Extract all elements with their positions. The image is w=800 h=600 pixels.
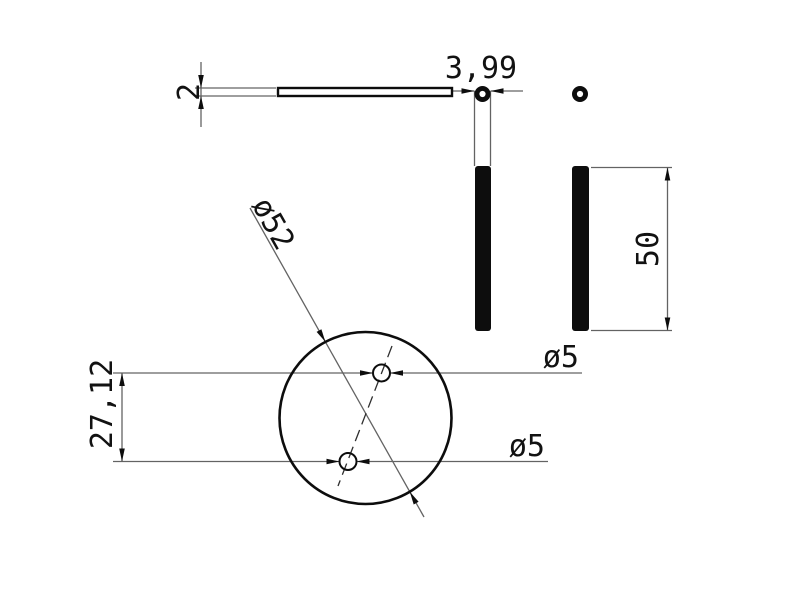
disc-bottom-hole [338,452,358,471]
arrowhead-left-icon [490,88,504,94]
arrowhead-diagonal-icon [316,329,326,342]
arrowhead-diagonal-icon [409,491,419,505]
rod-end-hole-right [576,90,584,98]
plate-side-view [276,86,454,98]
hole-centerline-group [337,345,393,487]
top-hole-diameter-label: ø5 [543,340,579,375]
solid-shapes [119,75,671,505]
plate-thickness-label: 2 [172,83,207,101]
arrowhead-down-icon [198,75,204,88]
arrowhead-down-icon [119,448,125,462]
arrowhead-down-icon [664,317,671,331]
part-outlines [276,86,454,506]
arrowhead-left-icon [356,458,370,465]
arrowhead-up-icon [119,373,125,386]
rod-front-view-right [572,166,589,331]
arrowhead-right-icon [461,88,475,94]
arrowhead-left-icon [390,370,403,376]
hole-spacing-label: 27,12 [85,359,120,449]
arrowhead-up-icon [664,167,671,181]
rod-front-view-left [475,166,491,331]
rod-end-diameter-label: 3,99 [445,51,517,86]
rod-end-view-holes [479,90,584,98]
arrowhead-right-icon [360,370,373,376]
dimension-lines [113,62,672,518]
disc-outline [278,330,453,506]
disc-diameter-label: ø52 [244,192,301,256]
bottom-hole-diameter-label: ø5 [509,429,545,464]
disc-diameter-leader-line [249,207,425,518]
rod-end-hole-left [479,90,486,98]
arrowhead-up-icon [198,96,204,109]
arrowhead-right-icon [326,458,340,465]
rod-length-label: 50 [631,231,666,267]
hole-centerline [337,345,393,487]
